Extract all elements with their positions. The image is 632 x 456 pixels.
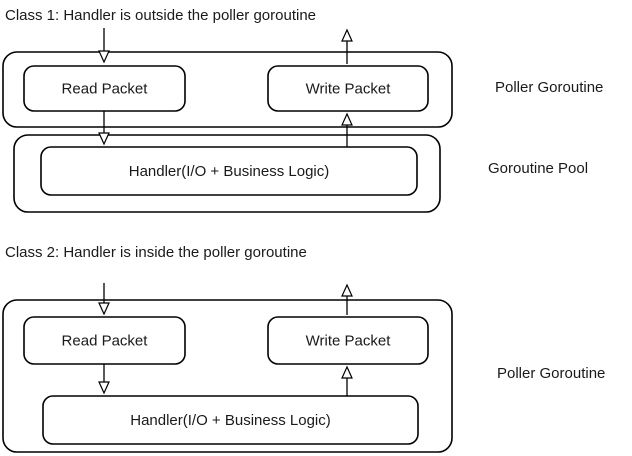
container-label-goroutine-pool: Goroutine Pool bbox=[488, 160, 588, 177]
container-label-poller-goroutine-2: Poller Goroutine bbox=[497, 365, 605, 382]
arrow-write-to-outbound-2 bbox=[341, 283, 353, 315]
arrow-head bbox=[98, 50, 110, 64]
arrow-head bbox=[341, 283, 353, 297]
arrow-head bbox=[98, 132, 110, 146]
arrow-handler-to-write-2 bbox=[341, 365, 353, 396]
node-handler-2 bbox=[42, 395, 419, 445]
section-title-class-2: Class 2: Handler is inside the poller go… bbox=[5, 244, 307, 261]
container-label-poller-goroutine: Poller Goroutine bbox=[495, 79, 603, 96]
node-write-packet bbox=[267, 65, 429, 112]
arrow-inbound-to-read-2 bbox=[98, 283, 110, 316]
arrow-head bbox=[341, 112, 353, 126]
node-label-write-packet: Write Packet bbox=[306, 80, 392, 97]
node-write-packet-2 bbox=[267, 316, 429, 365]
arrow-read-to-handler-2 bbox=[98, 364, 110, 395]
arrow-head bbox=[341, 28, 353, 42]
arrow-inbound-to-read bbox=[98, 28, 110, 64]
node-label-handler: Handler(I/O + Business Logic) bbox=[129, 163, 330, 180]
arrow-write-to-outbound bbox=[341, 28, 353, 64]
arrow-head bbox=[341, 365, 353, 379]
node-label-read-packet: Read Packet bbox=[62, 80, 149, 97]
node-handler bbox=[40, 146, 418, 196]
section-title-class-1: Class 1: Handler is outside the poller g… bbox=[5, 7, 316, 24]
node-label-write-packet-2: Write Packet bbox=[306, 332, 392, 349]
arrow-handler-to-write bbox=[341, 112, 353, 147]
node-label-handler-2: Handler(I/O + Business Logic) bbox=[130, 412, 331, 429]
node-label-read-packet-2: Read Packet bbox=[62, 332, 149, 349]
arrow-head bbox=[98, 302, 110, 316]
section-class-1: Class 1: Handler is outside the poller g… bbox=[2, 7, 603, 213]
arrow-read-to-handler bbox=[98, 111, 110, 146]
section-class-2: Class 2: Handler is inside the poller go… bbox=[2, 244, 605, 453]
arrow-head bbox=[98, 381, 110, 395]
